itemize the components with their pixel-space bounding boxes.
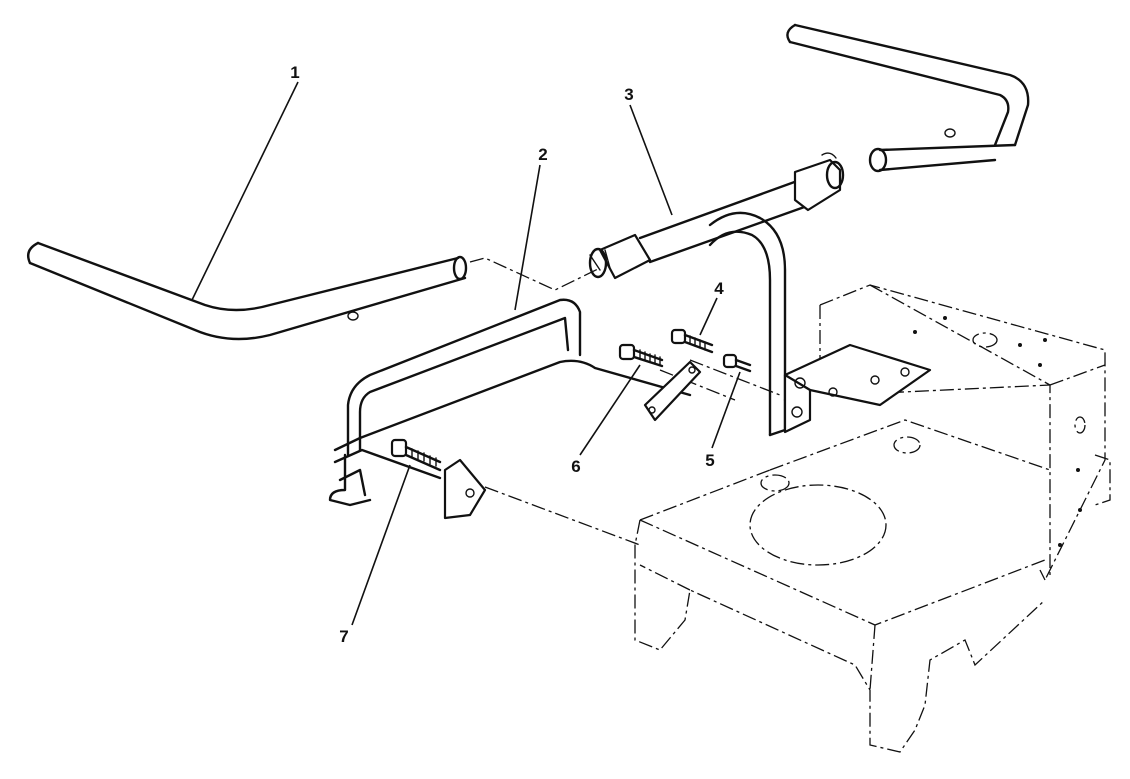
lower-frame — [328, 298, 692, 507]
leader-7 — [351, 464, 411, 626]
leader-1 — [191, 81, 299, 301]
plate-bolt-7 — [390, 438, 487, 520]
leader-2 — [514, 164, 541, 311]
callout-2: 2 — [538, 145, 547, 164]
callout-3: 3 — [624, 85, 633, 104]
right-handle-tube — [588, 23, 1030, 437]
left-handle-tube — [27, 241, 468, 341]
bolt-4 — [670, 328, 714, 354]
leader-6 — [579, 364, 641, 456]
leader-5 — [711, 371, 741, 449]
plate-bolt-6 — [618, 343, 702, 422]
callout-6: 6 — [571, 457, 580, 476]
callout-7: 7 — [339, 627, 348, 646]
callout-5: 5 — [705, 451, 714, 470]
leader-4 — [699, 297, 718, 336]
mounting-bracket — [783, 343, 932, 434]
bolt-5 — [722, 353, 752, 373]
callout-1: 1 — [290, 63, 299, 82]
callouts: 1 2 3 4 5 6 7 — [290, 63, 724, 646]
callout-4: 4 — [714, 279, 724, 298]
leader-lines — [191, 81, 741, 626]
leader-3 — [629, 104, 673, 216]
